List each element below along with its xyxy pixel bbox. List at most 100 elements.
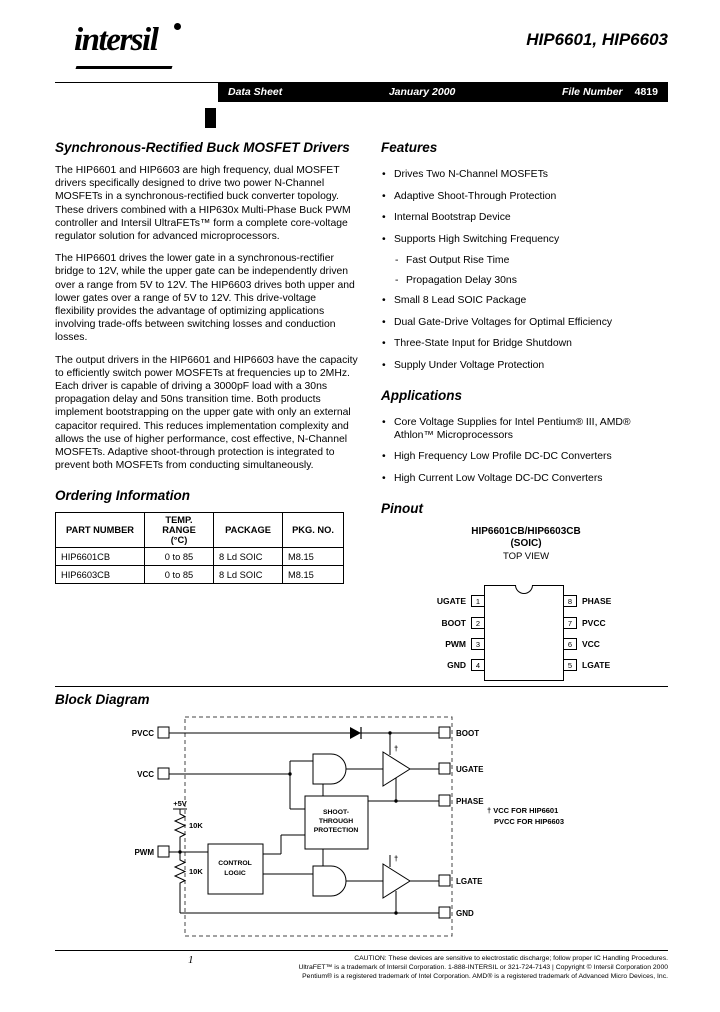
cell-temp-range: 0 to 85 <box>144 565 214 585</box>
cell-temp-range: 0 to 85 <box>144 547 214 567</box>
io-pads <box>157 726 451 919</box>
logo-swoosh <box>75 66 173 69</box>
chip-body <box>484 584 564 681</box>
block-diagram-heading: Block Diagram <box>55 692 150 707</box>
bar-doc-type: Data Sheet <box>228 86 283 98</box>
vcc-label: VCC <box>137 770 154 779</box>
lgate-pad <box>438 874 451 887</box>
intersil-logo: intersil <box>74 22 224 76</box>
logo-text: intersil <box>74 22 159 58</box>
pin-1-ugate: UGATE 1 <box>411 595 485 608</box>
file-number-value: 4819 <box>634 86 658 98</box>
footer: 1 CAUTION: These devices are sensitive t… <box>55 950 668 981</box>
pvcc-label: PVCC <box>132 729 154 738</box>
plus5v-label: +5V <box>173 799 187 808</box>
overview-heading: Synchronous-Rectified Buck MOSFET Driver… <box>55 140 350 155</box>
feature-item: Adaptive Shoot-Through Protection <box>381 190 671 203</box>
applications-list: Core Voltage Supplies for Intel Pentium®… <box>381 416 671 485</box>
supply-note-line-2: PVCC FOR HIP6603 <box>494 817 564 826</box>
pin-3-pwm: PWM 3 <box>411 638 485 651</box>
feature-item: Three-State Input for Bridge Shutdown <box>381 337 671 350</box>
pvcc-pad <box>157 726 170 739</box>
cell-package: 8 Ld SOIC <box>213 547 283 567</box>
upper-and-gate <box>312 753 347 785</box>
boot-pad <box>438 726 451 739</box>
pinout-diagram: HIP6601CB/HIP6603CB (SOIC) TOP VIEW UGAT… <box>381 526 671 689</box>
phase-pad <box>438 794 451 807</box>
phase-label: PHASE <box>456 797 484 806</box>
control-logic-box <box>207 843 264 895</box>
overview-paragraph-3: The output drivers in the HIP6601 and HI… <box>55 354 358 472</box>
caution-line: CAUTION: These devices are sensitive to … <box>354 955 668 962</box>
bar-file-number: File Number 4819 <box>562 86 658 98</box>
cell-part-number: HIP6601CB <box>55 547 145 567</box>
col-pkg-no: PKG. NO. <box>282 512 344 549</box>
control-logic-label-1: CONTROL <box>218 860 252 867</box>
application-item: High Current Low Voltage DC-DC Converter… <box>381 472 671 485</box>
table-row: HIP6603CB 0 to 85 8 Ld SOIC M8.15 <box>55 565 344 585</box>
page-number: 1 <box>188 954 194 966</box>
cell-pkg-no: M8.15 <box>282 547 344 567</box>
feature-subitem: Fast Output Rise Time <box>381 254 671 267</box>
file-number-label: File Number <box>561 86 623 98</box>
block-diagram-section: Block Diagram <box>55 686 668 952</box>
col-temp-range: TEMP. RANGE (°C) <box>144 512 214 549</box>
dagger-lower: † <box>394 854 398 863</box>
feature-item: Drives Two N-Channel MOSFETs <box>381 168 671 181</box>
ordering-table: PART NUMBER TEMP. RANGE (°C) PACKAGE PKG… <box>55 512 344 585</box>
junction-dots <box>178 731 398 915</box>
bootstrap-diode-icon <box>350 727 361 739</box>
feature-subitem: Propagation Delay 30ns <box>381 274 671 287</box>
pinout-part-numbers: HIP6601CB/HIP6603CB <box>471 525 581 537</box>
pinout-heading: Pinout <box>381 500 423 516</box>
pin-7-pvcc: 7 PVCC <box>563 617 606 630</box>
pinout-package-type: (SOIC) <box>510 537 542 549</box>
gnd-label: GND <box>456 909 474 918</box>
application-item: High Frequency Low Profile DC-DC Convert… <box>381 450 671 463</box>
overview-paragraph-2: The HIP6601 drives the lower gate in a s… <box>55 253 355 344</box>
ic-boundary <box>184 716 453 937</box>
cell-pkg-no: M8.15 <box>282 565 344 585</box>
pwm-pad <box>157 845 170 858</box>
applications-heading: Applications <box>381 387 463 403</box>
ugate-pad <box>438 762 451 775</box>
supply-note-line-1: † VCC FOR HIP6601 <box>487 806 558 815</box>
resistor-10k-upper <box>173 811 187 840</box>
ordering-heading: Ordering Information <box>55 488 190 504</box>
pin-8-phase: 8 PHASE <box>563 595 611 608</box>
page-title: HIP6601, HIP6603 <box>526 30 668 49</box>
col-part-number: PART NUMBER <box>55 512 145 549</box>
features-list: Drives Two N-Channel MOSFETs Adaptive Sh… <box>381 168 671 372</box>
lower-and-gate <box>312 865 347 897</box>
footer-fineprint: CAUTION: These devices are sensitive to … <box>194 954 668 981</box>
block-diagram: PVCC VCC PWM +5V 10K 10K CONTROL LOGIC S… <box>132 716 564 937</box>
shoot-through-label-3: PROTECTION <box>314 827 359 834</box>
table-header-row: PART NUMBER TEMP. RANGE (°C) PACKAGE PKG… <box>55 512 344 549</box>
right-column: Features Drives Two N-Channel MOSFETs Ad… <box>381 140 671 689</box>
feature-item: Supports High Switching Frequency <box>381 233 671 246</box>
bar-tab-decoration <box>205 108 216 128</box>
pin-5-lgate: 5 LGATE <box>563 659 610 672</box>
resistor-upper-label: 10K <box>189 821 203 830</box>
application-item: Core Voltage Supplies for Intel Pentium®… <box>381 416 671 442</box>
pin-4-gnd: GND 4 <box>411 659 485 672</box>
shoot-through-label-2: THROUGH <box>319 818 353 825</box>
pin-2-boot: BOOT 2 <box>411 617 485 630</box>
cell-part-number: HIP6603CB <box>55 565 145 585</box>
gnd-pad <box>438 906 451 919</box>
lower-driver-buffer <box>382 863 411 899</box>
wires <box>169 732 439 914</box>
feature-item: Internal Bootstrap Device <box>381 211 671 224</box>
feature-item: Supply Under Voltage Protection <box>381 359 671 372</box>
pinout-view-label: TOP VIEW <box>502 550 550 562</box>
trademark-line-1: UltraFET™ is a trademark of Intersil Cor… <box>298 964 668 971</box>
col-package: PACKAGE <box>213 512 283 549</box>
table-row: HIP6601CB 0 to 85 8 Ld SOIC M8.15 <box>55 547 344 567</box>
logo-dot-icon <box>174 23 181 30</box>
features-heading: Features <box>381 140 438 155</box>
cell-package: 8 Ld SOIC <box>213 565 283 585</box>
resistor-lower-label: 10K <box>189 867 203 876</box>
boot-label: BOOT <box>456 729 479 738</box>
